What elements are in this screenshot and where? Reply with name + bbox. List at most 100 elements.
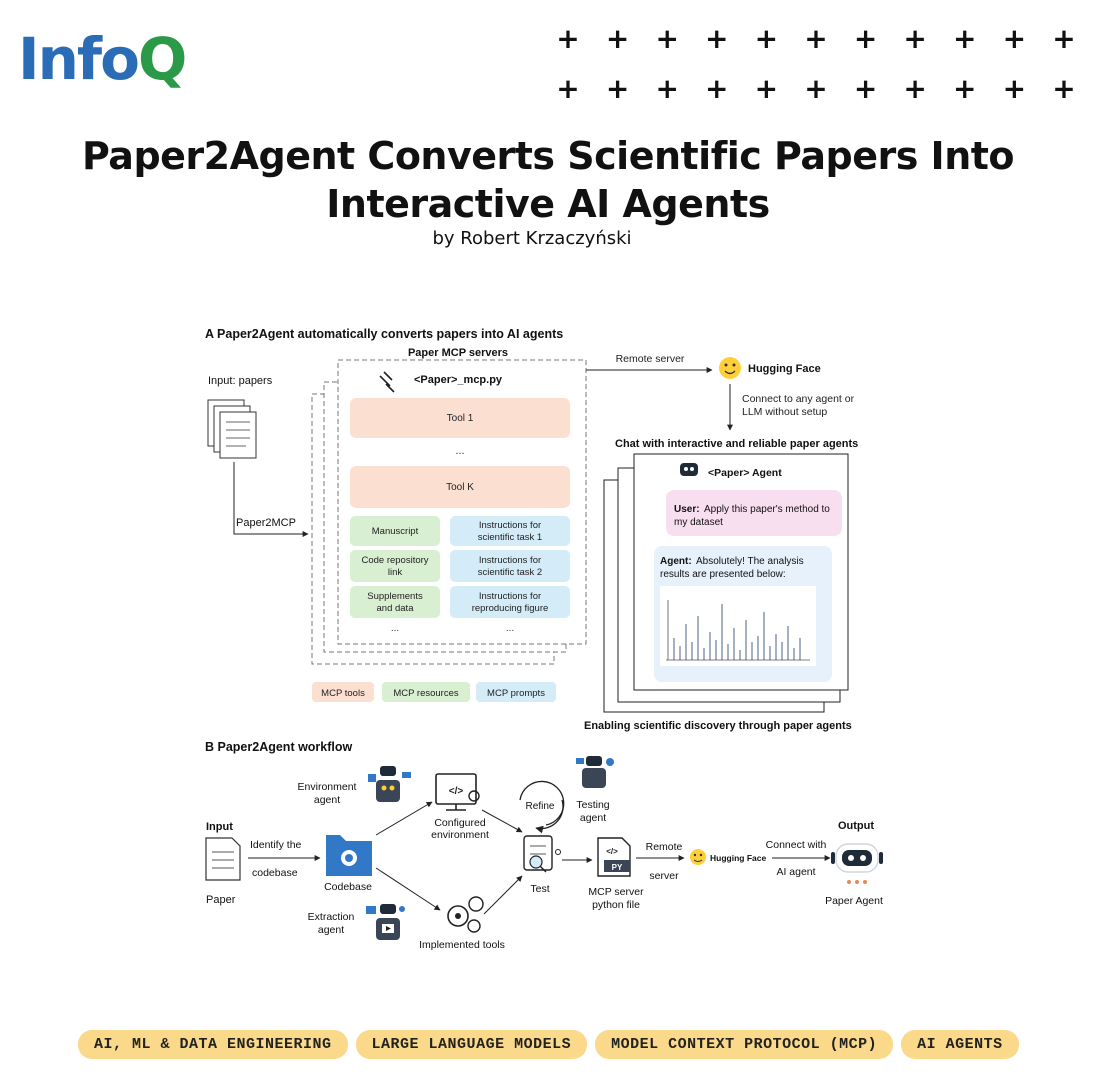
- plus-icon: +: [1002, 22, 1027, 55]
- paper2mcp-label: Paper2MCP: [236, 517, 296, 529]
- tools-ellipsis: ...: [455, 445, 464, 457]
- codebase-label: Codebase: [324, 881, 372, 893]
- resource-code-label: Code repository: [361, 555, 428, 566]
- prompt-task1-line1: Instructions for: [479, 520, 541, 531]
- prompt-task1-line2: scientific task 1: [478, 532, 542, 543]
- plus-icon: +: [556, 22, 580, 55]
- prompts-ellipsis: ...: [506, 623, 514, 634]
- resource-manuscript-label: Manuscript: [372, 526, 419, 537]
- test-clipboard-icon: [523, 835, 561, 873]
- plus-icon: +: [705, 22, 729, 55]
- configured-line-2: environment: [431, 829, 489, 841]
- plus-icon: +: [655, 72, 679, 105]
- resource-supp-label: Supplements: [367, 591, 423, 602]
- tag-model-context-protocol[interactable]: MODEL CONTEXT PROTOCOL (MCP): [595, 1030, 894, 1059]
- legend-prompts-swatch: [476, 682, 556, 702]
- configured-monitor-icon: </>: [435, 773, 480, 811]
- remote-line-2: server: [649, 870, 679, 882]
- mcp-logo-icon: [379, 371, 395, 393]
- to-implemented-arrow: [375, 867, 441, 911]
- connect-line-1: Connect to any agent or: [742, 393, 855, 405]
- agent-label: Agent:: [660, 556, 692, 567]
- env-agent-line-1: Environment: [298, 781, 357, 793]
- plus-icon: +: [853, 72, 878, 105]
- resource-code-label-2: link: [388, 567, 403, 578]
- plus-icon: +: [1002, 72, 1027, 105]
- user-bubble: [666, 490, 842, 536]
- input-papers-label: Input: papers: [208, 375, 273, 387]
- agent-title: <Paper> Agent: [708, 467, 782, 479]
- plus-row: + + + + + + + + + + +: [556, 24, 1076, 74]
- input-label: Input: [206, 821, 233, 833]
- plot-bars: [666, 600, 810, 661]
- connect-with-line-2: AI agent: [776, 866, 815, 878]
- panel-b-heading: B Paper2Agent workflow: [205, 740, 353, 754]
- prompt-task2-line2: scientific task 2: [478, 567, 542, 578]
- prompt-task2-line1: Instructions for: [479, 555, 541, 566]
- paper-agent-label: Paper Agent: [825, 895, 883, 907]
- prompt-figure-line1: Instructions for: [479, 591, 541, 602]
- mcp-python-file-icon: </>: [597, 837, 631, 877]
- environment-agent-icon: [368, 766, 411, 802]
- refine-label: Refine: [526, 801, 555, 812]
- testing-agent-icon: [576, 756, 614, 788]
- plus-icon: +: [1052, 72, 1076, 105]
- svg-text:</>: </>: [606, 847, 618, 856]
- plus-icon: +: [903, 72, 927, 105]
- legend-prompts-label: MCP prompts: [487, 688, 545, 699]
- hugging-face-label: Hugging Face: [748, 363, 821, 375]
- legend-resources-swatch: [382, 682, 470, 702]
- implemented-label: Implemented tools: [419, 939, 505, 951]
- resource-code-box: [350, 550, 440, 582]
- paper2agent-figure: A Paper2Agent automatically converts pap…: [205, 327, 883, 951]
- extraction-line-1: Extraction: [308, 911, 355, 923]
- hugging-face-icon-b: [690, 849, 706, 865]
- extraction-line-2: agent: [318, 924, 344, 936]
- servers-label: Paper MCP servers: [408, 347, 508, 359]
- chat-heading: Chat with interactive and reliable paper…: [615, 438, 858, 450]
- author-byline: by Robert Krzaczyński: [432, 228, 632, 249]
- svg-text:</>: </>: [449, 786, 464, 797]
- tool-1-box: [350, 398, 570, 438]
- configured-line-1: Configured: [434, 817, 486, 829]
- tag-ai-ml-data-engineering[interactable]: AI, ML & DATA ENGINEERING: [78, 1030, 348, 1059]
- mcp-line-2: python file: [592, 899, 640, 911]
- connect-line-2: LLM without setup: [742, 406, 827, 418]
- infoq-logo[interactable]: InfoQ: [18, 30, 187, 88]
- extraction-agent-icon: [366, 904, 405, 940]
- plus-icon: +: [655, 22, 679, 55]
- panel-a-heading: A Paper2Agent automatically converts pap…: [205, 327, 563, 341]
- configured-to-test-arrow: [481, 809, 523, 833]
- plus-icon: +: [903, 22, 927, 55]
- paper-doc-icon: [205, 837, 241, 881]
- plus-row: + + + + + + + + + + +: [556, 74, 1076, 124]
- hugging-face-icon: [719, 357, 741, 379]
- mcp-line-1: MCP server: [588, 886, 644, 898]
- plus-icon: +: [1052, 22, 1076, 55]
- implemented-gears-icon: [447, 896, 484, 933]
- plus-icon: +: [804, 22, 828, 55]
- to-configured-arrow: [375, 801, 433, 836]
- connect-with-line-1: Connect with: [766, 839, 827, 851]
- mcp-file-name: <Paper>_mcp.py: [414, 374, 503, 386]
- legend-tools-swatch: [312, 682, 374, 702]
- tag-ai-agents[interactable]: AI AGENTS: [901, 1030, 1019, 1059]
- plus-icon: +: [705, 72, 729, 105]
- plus-pattern: + + + + + + + + + + + + + + + + + + + + …: [556, 24, 1076, 124]
- tool-k-label: Tool K: [446, 482, 474, 493]
- implemented-to-test-arrow: [483, 875, 523, 915]
- testing-line-1: Testing: [576, 799, 609, 811]
- resources-ellipsis: ...: [391, 623, 399, 634]
- output-label: Output: [838, 820, 874, 832]
- paper-agent-robot-icon: [831, 843, 883, 884]
- tag-large-language-models[interactable]: LARGE LANGUAGE MODELS: [355, 1030, 588, 1059]
- paper2mcp-arrow: [233, 462, 309, 537]
- resource-supp-label-2: and data: [377, 603, 415, 614]
- prompt-task2-box: [450, 550, 570, 582]
- refine-cycle-icon: [519, 780, 565, 834]
- topic-tags: AI, ML & DATA ENGINEERING LARGE LANGUAGE…: [78, 1030, 1019, 1059]
- legend-tools-label: MCP tools: [321, 688, 365, 699]
- manhattan-plot-thumbnail: [660, 586, 816, 666]
- resource-manuscript-box: [350, 516, 440, 546]
- plus-icon: +: [605, 72, 630, 105]
